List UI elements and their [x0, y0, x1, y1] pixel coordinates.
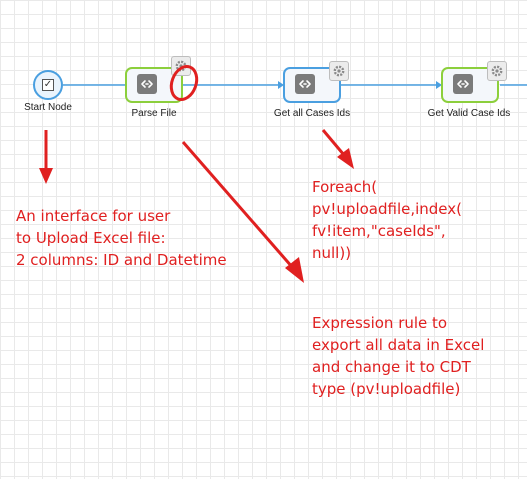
gear-icon[interactable]: [487, 61, 507, 81]
connector-getall-getvalid-arrowhead: [436, 81, 442, 89]
expression-note: Expression rule to export all data in Ex…: [312, 314, 485, 398]
arrow-to-expression-note: [181, 141, 295, 269]
parse-file-label: Parse File: [131, 108, 177, 119]
start-node-label: Start Node: [24, 102, 72, 113]
get-valid-case-ids-label: Get Valid Case Ids: [427, 108, 511, 119]
arrow-to-interface-note-head: [39, 168, 53, 184]
connector-parse-getall-arrowhead: [278, 81, 284, 89]
foreach-note: Foreach( pv!uploadfile,index( fv!item,"c…: [312, 178, 462, 262]
gear-icon[interactable]: [329, 61, 349, 81]
checkbox-icon: ✓: [42, 79, 54, 91]
script-task-icon: [295, 74, 315, 94]
arrow-to-foreach-note: [321, 129, 346, 156]
get-all-cases-ids-label: Get all Cases Ids: [273, 108, 351, 119]
arrow-to-foreach-note-head: [337, 148, 354, 169]
interface-note: An interface for user to Upload Excel fi…: [16, 207, 227, 269]
arrow-to-expression-note-head: [285, 257, 304, 283]
script-task-icon: [453, 74, 473, 94]
start-node[interactable]: ✓: [33, 70, 63, 100]
highlight-circle: [169, 65, 199, 101]
script-task-icon: [137, 74, 157, 94]
